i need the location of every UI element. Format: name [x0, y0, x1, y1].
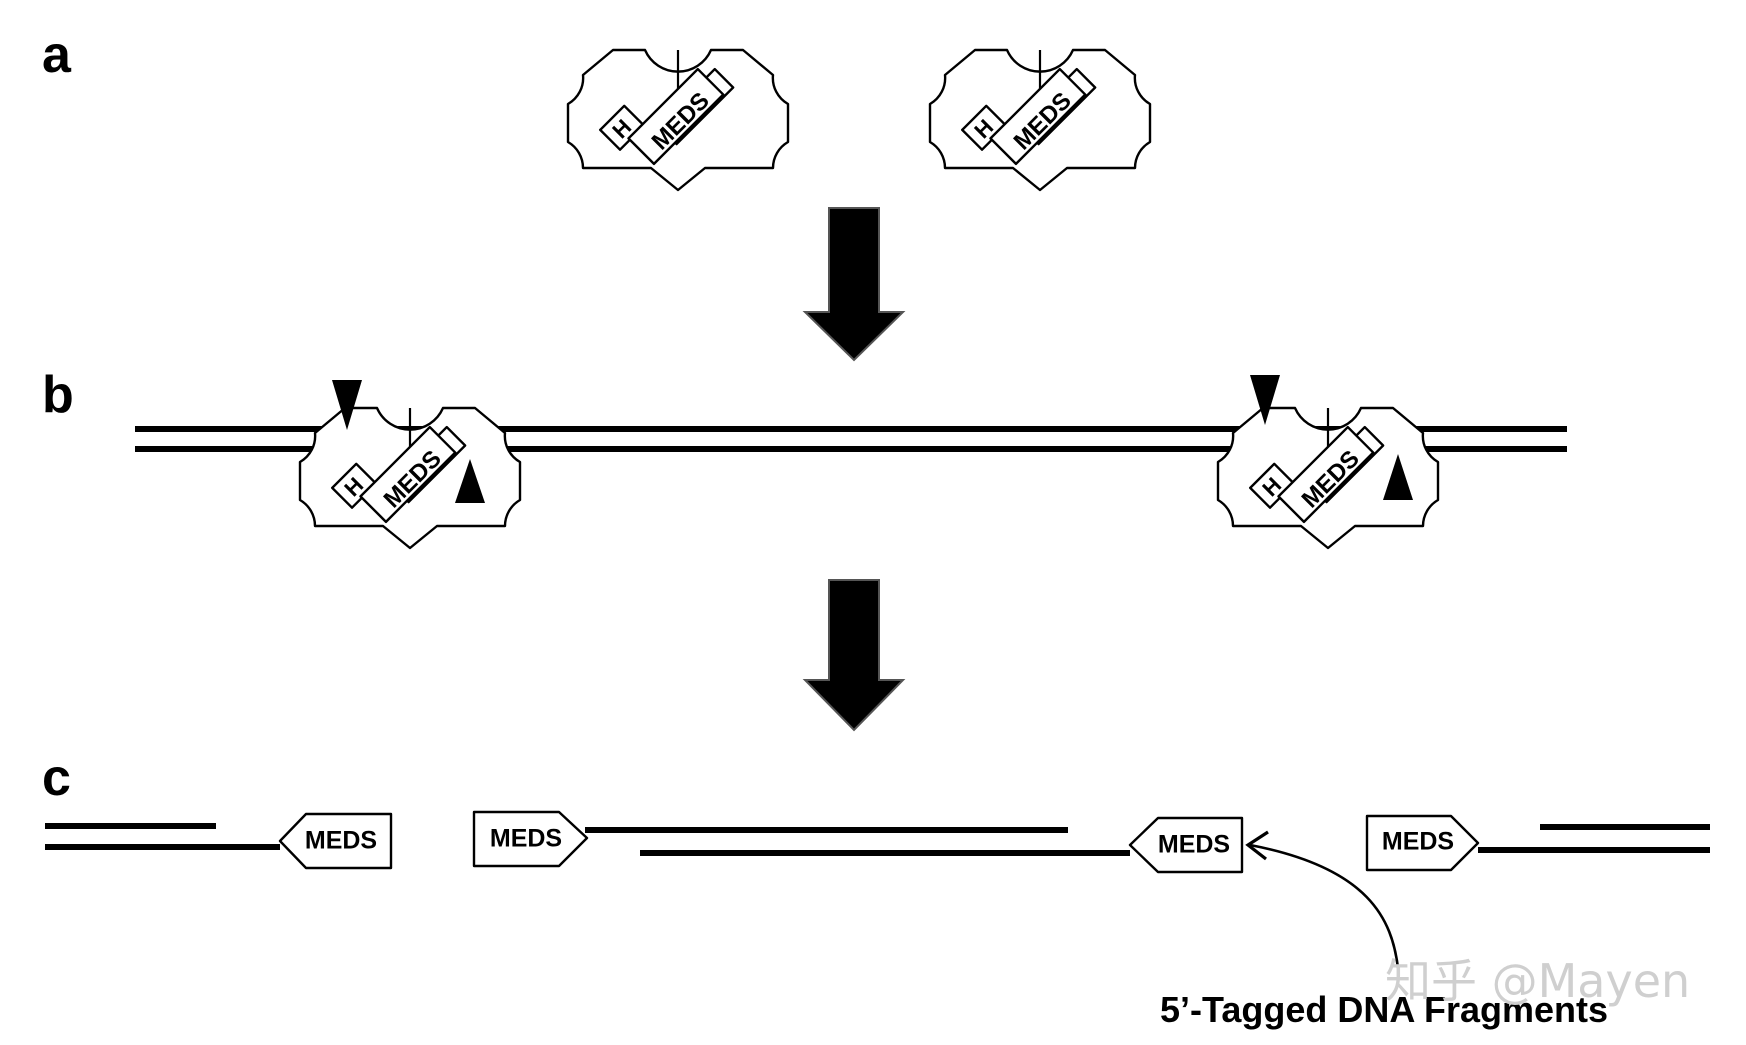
down-arrow-icon [802, 579, 906, 732]
cut-site-triangle-icon [1250, 375, 1280, 425]
fragment-tag-label: MEDS [1382, 828, 1454, 856]
panel-label-c: c [42, 749, 71, 807]
callout-arrow [1245, 830, 1400, 969]
fragment-tag-label: MEDS [1158, 831, 1230, 859]
panel-label-b: b [42, 366, 74, 424]
fragment-tag-label: MEDS [305, 827, 377, 855]
down-arrow-icon [802, 207, 906, 362]
panel-label-a: a [42, 26, 72, 84]
cut-site-triangle-icon [1383, 454, 1413, 500]
cut-site-triangle-icon [455, 459, 485, 503]
watermark: 知乎 @Mayen [1385, 954, 1690, 1008]
tagged-fragment-2: MEDS MEDS [472, 810, 1244, 874]
transposome-bound-right: Η MEDS [1216, 406, 1440, 550]
fragment-tag-label: MEDS [490, 825, 562, 853]
tagged-fragment-1: MEDS [45, 812, 393, 870]
callout-label: 5’-Tagged DNA Fragments [1160, 989, 1608, 1030]
transposome-complex-a-left: Η MEDS [566, 48, 790, 192]
tagged-fragment-3: MEDS [1365, 814, 1710, 872]
transposome-complex-a-right: Η MEDS [928, 48, 1152, 192]
cut-site-triangle-icon [332, 380, 362, 430]
transposome-bound-left: Η MEDS [298, 406, 522, 550]
